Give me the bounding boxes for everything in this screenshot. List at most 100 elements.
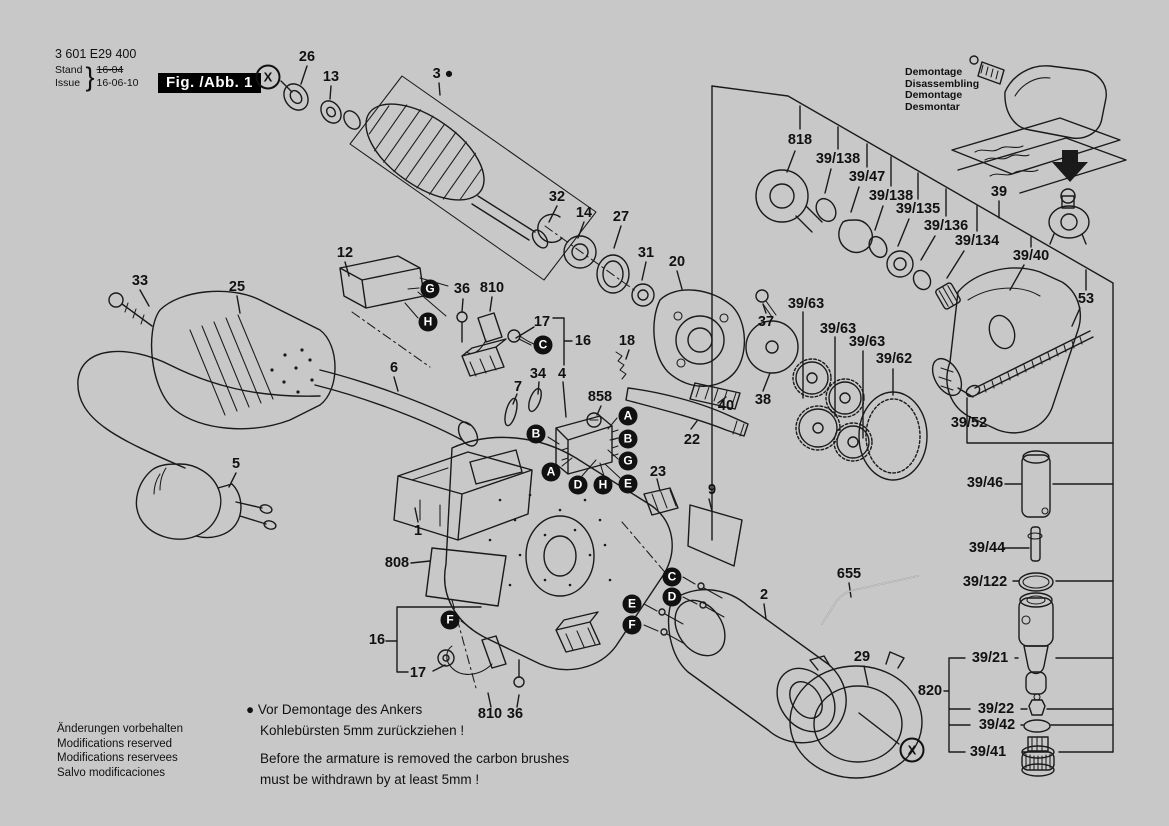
letter-marker-f: F (440, 610, 460, 630)
gear-cluster-drawing (792, 358, 928, 481)
part-label-27: 27 (612, 209, 630, 225)
armature-drawing (283, 75, 597, 281)
field-stator-drawing (658, 582, 847, 744)
part-label-39-134: 39/134 (954, 233, 1000, 249)
letter-marker-b: B (618, 429, 638, 449)
part-label-13: 13 (322, 69, 340, 85)
part-label-18: 18 (618, 333, 636, 349)
letter-marker-d: D (662, 587, 682, 607)
part-label-17: 17 (533, 314, 551, 330)
part-label-39-46: 39/46 (966, 475, 1004, 491)
part-label-7: 7 (513, 379, 523, 395)
part-label-39-63: 39/63 (819, 321, 857, 337)
terminal-block-drawing (504, 387, 743, 567)
part-label-858: 858 (587, 389, 613, 405)
modifications-note: Änderungen vorbehalten Modifications res… (57, 722, 183, 780)
disassembly-line-fr: Demontage (905, 89, 963, 101)
part-label-36: 36 (453, 281, 471, 297)
part-label-14: 14 (575, 205, 593, 221)
x-marker-x: X (899, 737, 925, 763)
part-label-22: 22 (683, 432, 701, 448)
part-label-39: 39 (990, 184, 1008, 200)
part-label-3: 3 ● (432, 66, 454, 82)
brush-holder-top-drawing (456, 311, 507, 377)
part-label-39-63: 39/63 (848, 334, 886, 350)
letter-marker-e: E (618, 474, 638, 494)
letter-marker-c: C (662, 567, 682, 587)
part-label-31: 31 (637, 245, 655, 261)
letter-marker-a: A (618, 406, 638, 426)
punch-column-drawing (1018, 450, 1055, 777)
part-label-32: 32 (548, 189, 566, 205)
part-label-4: 4 (557, 366, 567, 382)
warning-de-line-1: ● Vor Demontage des Ankers (246, 702, 423, 717)
part-label-25: 25 (228, 279, 246, 295)
part-label-23: 23 (649, 464, 667, 480)
part-label-810: 810 (477, 706, 503, 722)
brush-holder-bottom-drawing (437, 611, 601, 688)
issue-value: 16-06-10 (96, 77, 139, 89)
part-label-810: 810 (479, 280, 505, 296)
stand-value: 16-04 (96, 64, 124, 76)
disassembly-line-es: Desmontar (905, 100, 960, 113)
part-label-39-40: 39/40 (1012, 248, 1050, 264)
part-label-39-21: 39/21 (971, 650, 1009, 666)
part-label-20: 20 (668, 254, 686, 270)
part-label-37: 37 (757, 314, 775, 330)
part-label-39-52: 39/52 (950, 415, 988, 431)
spindle-bearing-stack-drawing (755, 169, 961, 310)
part-label-39-44: 39/44 (968, 540, 1006, 556)
letter-marker-a: A (541, 462, 561, 482)
modifications-line-de: Änderungen vorbehalten (57, 723, 183, 735)
warning-en-line-1: Before the armature is removed the carbo… (260, 751, 570, 766)
product-code: 3 601 E29 400 (55, 47, 137, 61)
part-label-39-41: 39/41 (969, 744, 1007, 760)
part-label-39-122: 39/122 (962, 574, 1008, 590)
armature-warning: ● Vor Demontage des Ankers Kohlebürsten … (246, 699, 569, 790)
revision-brace: } (85, 62, 95, 92)
gear-cover-parts-drawing (507, 289, 799, 437)
part-label-2: 2 (759, 587, 769, 603)
warning-de-line-2: Kohlebürsten 5mm zurückziehen ! (260, 723, 465, 738)
motor-housing-drawing (77, 290, 479, 540)
part-label-808: 808 (384, 555, 410, 571)
bearing-row-drawing (537, 213, 746, 387)
part-label-39-138: 39/138 (815, 151, 861, 167)
gearbox-head-drawing (931, 267, 1094, 434)
part-label-39-47: 39/47 (848, 169, 886, 185)
part-label-12: 12 (336, 245, 354, 261)
letter-marker-f: F (622, 615, 642, 635)
letter-marker-b: B (526, 424, 546, 444)
letter-marker-c: C (533, 335, 553, 355)
letter-marker-g: G (618, 451, 638, 471)
disassembly-note: Demontage Disassembling Demontage Desmon… (905, 66, 980, 113)
letter-marker-e: E (622, 594, 642, 614)
letter-marker-g: G (420, 279, 440, 299)
hex-key-and-ring-drawing (789, 575, 923, 779)
part-label-26: 26 (298, 49, 316, 65)
part-label-29: 29 (853, 649, 871, 665)
part-label-820: 820 (917, 683, 943, 699)
disassembly-scene-drawing (951, 55, 1127, 245)
part-label-655: 655 (836, 566, 862, 582)
part-label-5: 5 (231, 456, 241, 472)
issue-label: Issue (55, 77, 81, 89)
x-marker-x: X (255, 64, 281, 90)
part-label-33: 33 (131, 273, 149, 289)
letter-marker-d: D (568, 475, 588, 495)
part-label-16: 16 (368, 632, 386, 648)
modifications-line-fr: Modifications reservees (57, 752, 178, 764)
letter-marker-h: H (418, 312, 438, 332)
letter-marker-h: H (593, 475, 613, 495)
part-label-6: 6 (389, 360, 399, 376)
part-label-39-63: 39/63 (787, 296, 825, 312)
part-label-40: 40 (717, 398, 735, 414)
disassembly-line-en: Disassembling (905, 77, 980, 90)
part-label-17: 17 (409, 665, 427, 681)
part-label-9: 9 (707, 482, 717, 498)
part-label-39-135: 39/135 (895, 201, 941, 217)
revision-block: Stand Issue } 16-04 16-06-10 (55, 62, 139, 92)
